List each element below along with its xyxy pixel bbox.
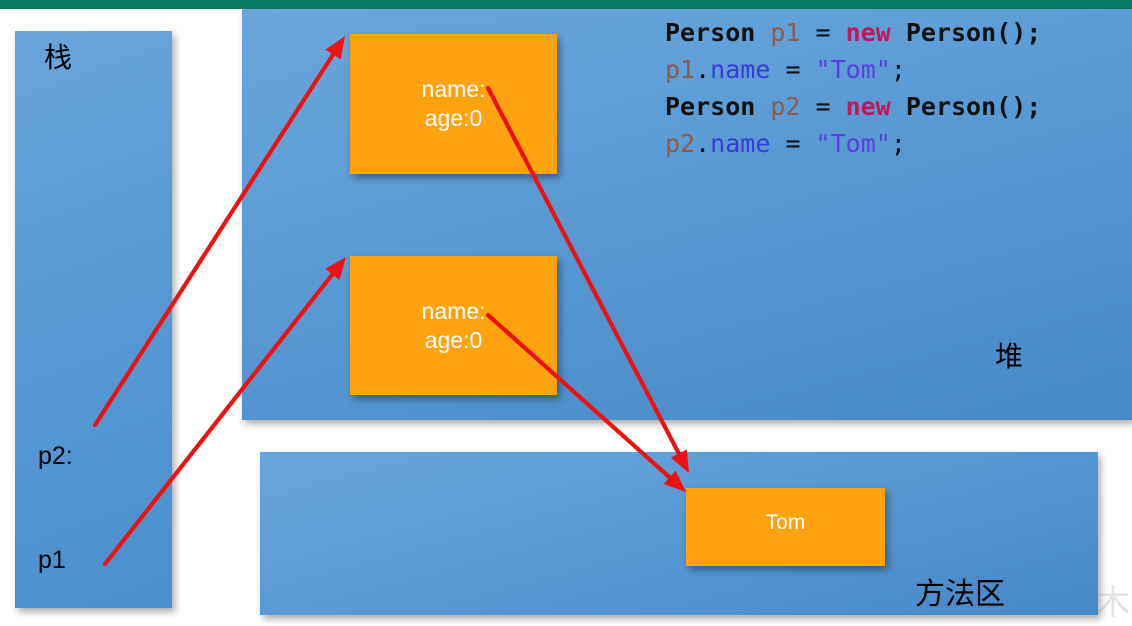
stack-slot-p1: p1 bbox=[38, 546, 66, 574]
code-token: name bbox=[710, 129, 771, 158]
code-token: ; bbox=[890, 129, 906, 158]
code-token: p2 bbox=[665, 129, 696, 158]
heap-object-2-age-field: age:0 bbox=[424, 326, 483, 353]
string-constant-value: Tom bbox=[765, 511, 806, 534]
code-token: Person(); bbox=[905, 18, 1042, 47]
heap-object-1: name: age:0 bbox=[350, 34, 557, 174]
method-area-region-label: 方法区 bbox=[915, 577, 1005, 612]
code-token bbox=[891, 18, 906, 47]
top-accent-strip bbox=[0, 0, 1132, 9]
heap-region-label: 堆 bbox=[995, 340, 1024, 373]
heap-object-2-name-field: name: bbox=[421, 297, 486, 324]
code-line-2: p1.name = "Tom"; bbox=[665, 51, 1041, 88]
code-line-1: Person p1 = new Person(); bbox=[665, 14, 1041, 51]
code-token: new bbox=[845, 18, 891, 47]
code-token: = bbox=[800, 92, 846, 121]
code-token: name bbox=[710, 55, 771, 84]
code-token: Person bbox=[665, 18, 771, 47]
code-line-4: p2.name = "Tom"; bbox=[665, 125, 1041, 162]
code-token: "Tom" bbox=[815, 55, 891, 84]
code-line-3: Person p2 = new Person(); bbox=[665, 88, 1041, 125]
code-token: "Tom" bbox=[815, 129, 891, 158]
code-token: new bbox=[845, 92, 891, 121]
code-token: Person(); bbox=[905, 92, 1042, 121]
code-token: p2 bbox=[770, 92, 801, 121]
stack-region bbox=[15, 31, 172, 608]
stack-slot-p2: p2: bbox=[38, 442, 73, 470]
code-token bbox=[891, 92, 906, 121]
code-token: = bbox=[770, 55, 816, 84]
stack-region-label: 栈 bbox=[44, 41, 73, 74]
code-token: = bbox=[770, 129, 816, 158]
watermark-glyph: 木 bbox=[1096, 583, 1130, 623]
code-token: . bbox=[695, 129, 711, 158]
code-snippet: Person p1 = new Person();p1.name = "Tom"… bbox=[665, 14, 1041, 162]
heap-object-1-name-field: name: bbox=[421, 76, 486, 103]
code-token: = bbox=[800, 18, 846, 47]
string-constant-tom: Tom bbox=[686, 488, 885, 566]
code-token: p1 bbox=[665, 55, 696, 84]
code-token: ; bbox=[890, 55, 906, 84]
code-token: p1 bbox=[770, 18, 801, 47]
code-token: Person bbox=[665, 92, 771, 121]
code-token: . bbox=[695, 55, 711, 84]
heap-object-2: name: age:0 bbox=[350, 256, 557, 395]
heap-object-1-age-field: age:0 bbox=[424, 105, 483, 131]
